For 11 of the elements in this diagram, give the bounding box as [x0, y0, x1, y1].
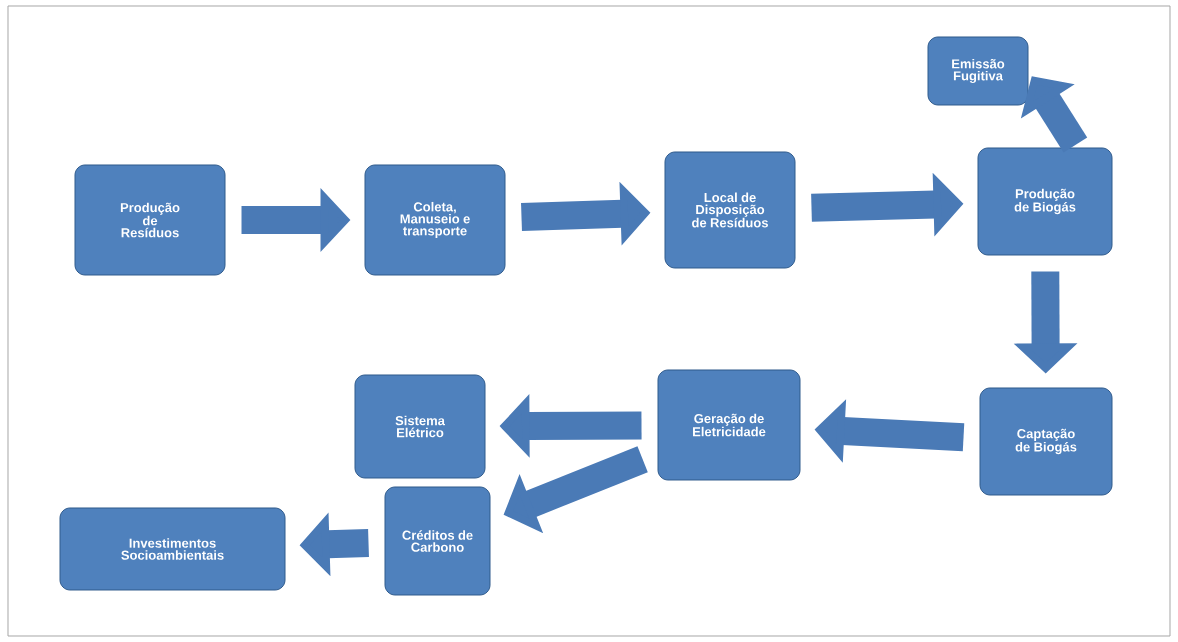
- process-box: Emissão Fugitiva: [927, 36, 1029, 106]
- process-box: Produção de Resíduos: [74, 164, 226, 276]
- block-arrow: [1020, 76, 1088, 153]
- process-box: Investimentos Socioambientais: [59, 507, 286, 591]
- process-box: Geração de Eletricidade: [657, 369, 801, 481]
- process-box: Produção de Biogás: [977, 147, 1113, 256]
- process-box: Sistema Elétrico: [354, 374, 486, 479]
- process-box: Local de Disposição de Resíduos: [664, 151, 796, 269]
- process-box: Créditos de Carbono: [384, 486, 491, 596]
- process-box: Captação de Biogás: [979, 387, 1113, 496]
- process-box: Coleta, Manuseio e transporte: [364, 164, 506, 276]
